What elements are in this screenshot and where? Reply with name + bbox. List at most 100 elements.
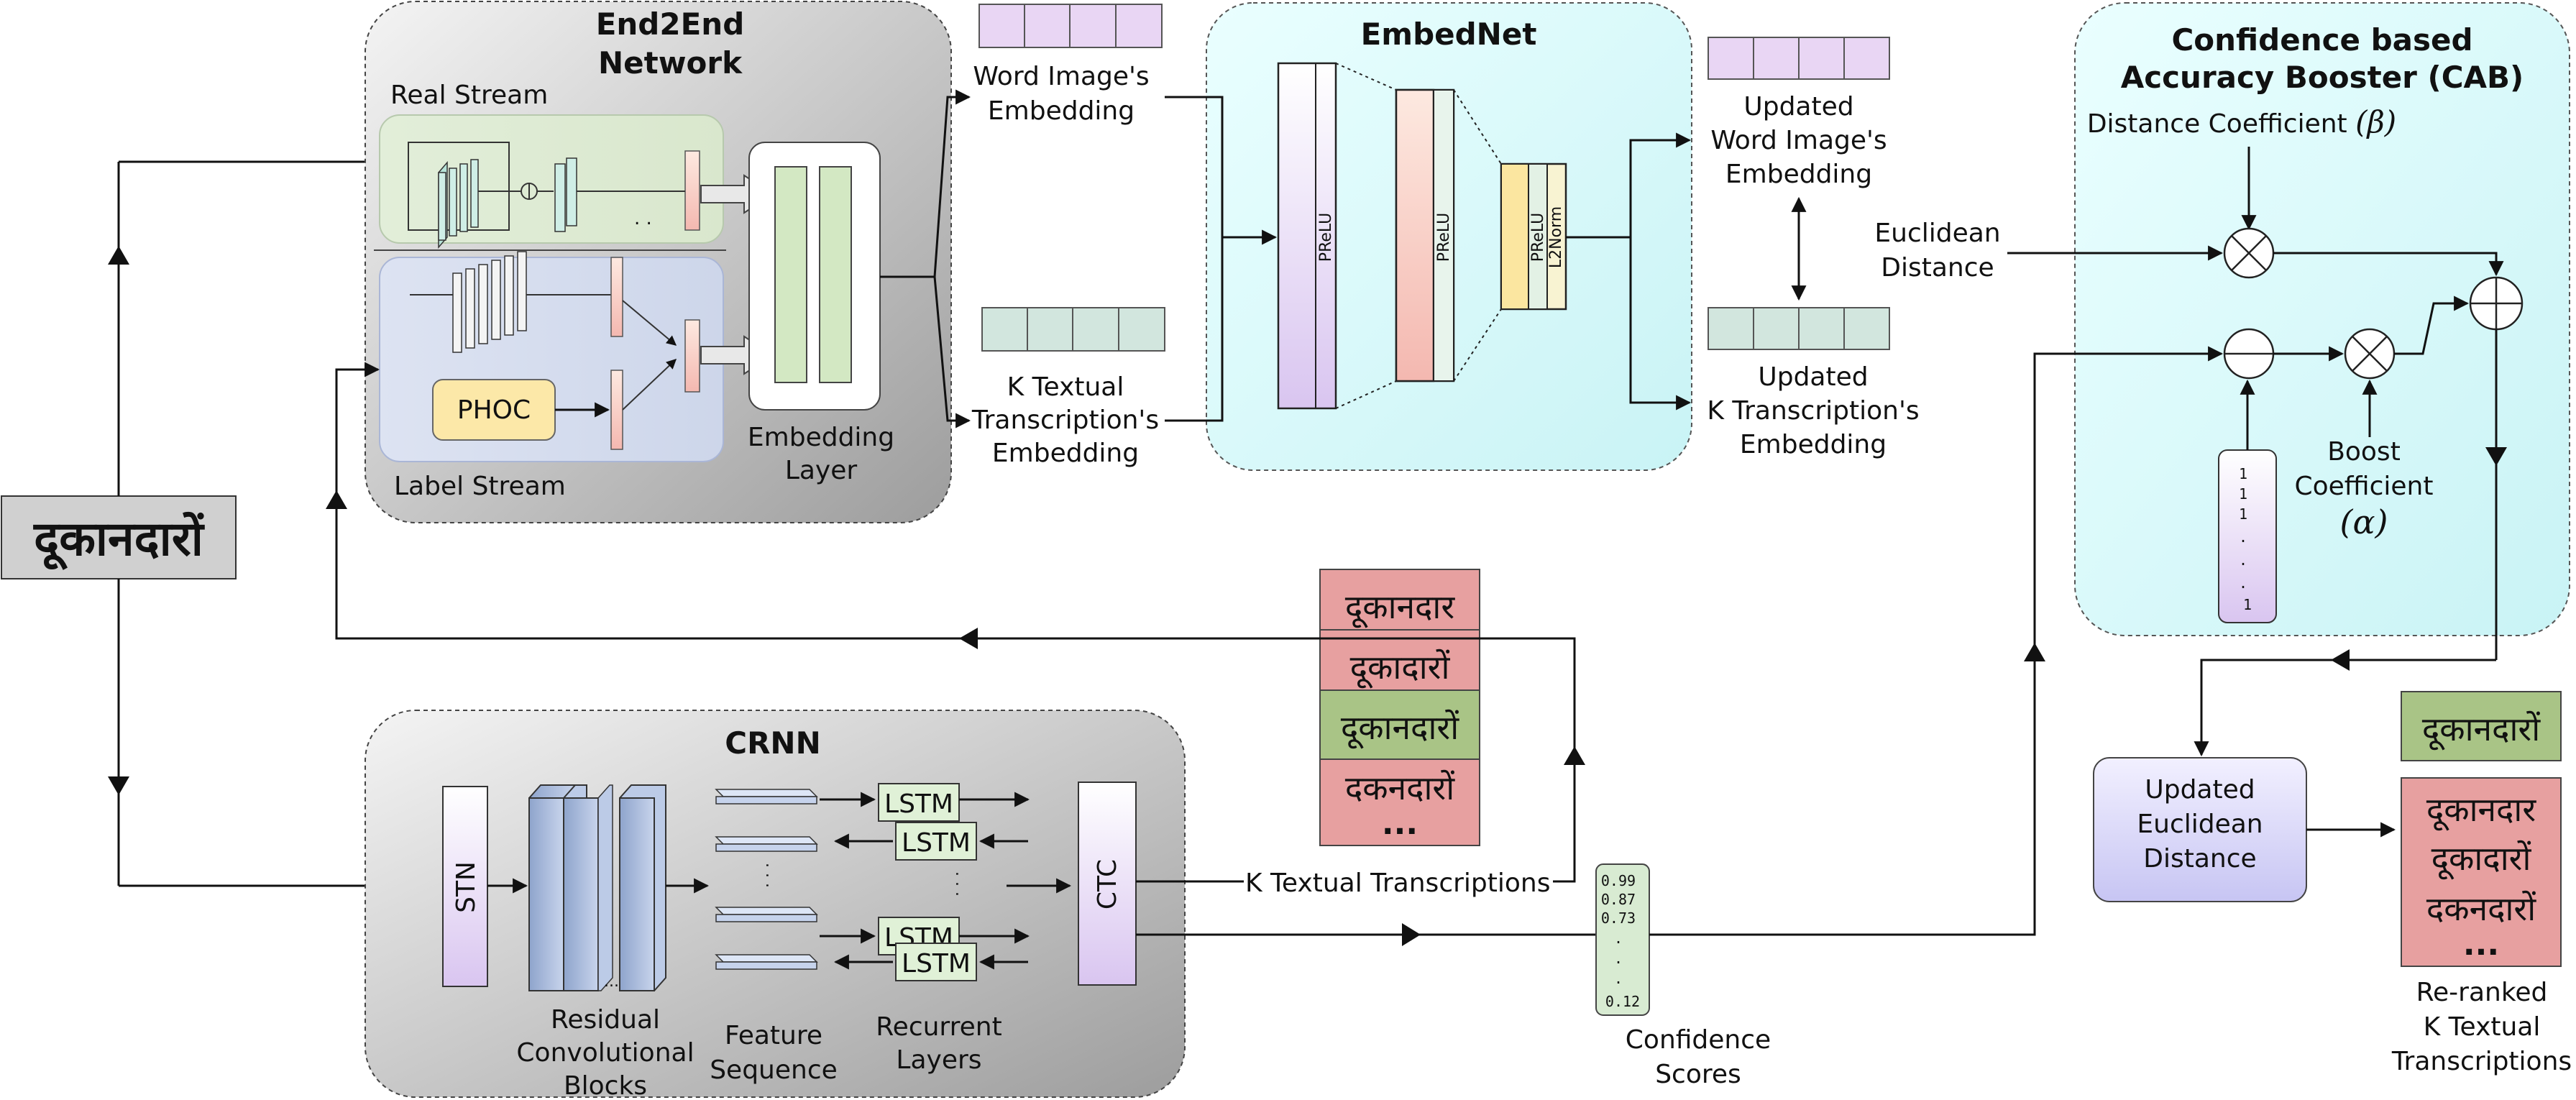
reranked-ellipsis: ...	[2463, 926, 2499, 963]
residual-line2: Convolutional	[516, 1038, 694, 1068]
updated-textual-embedding-vector	[1708, 307, 1890, 350]
crnn: CRNN STN ... Residual Convolutional Bloc…	[365, 710, 1186, 1100]
ones-vector-entry: 1	[2239, 465, 2247, 482]
updated-distance-line2: Euclidean	[2137, 810, 2263, 839]
reranked-label-line2: K Textual	[2424, 1012, 2541, 1042]
transcription-candidates: दूकानदार दूकादारों दूकानदारों दकनदारों .…	[1319, 569, 1480, 846]
lstm-dots: . . .	[952, 871, 970, 897]
residual-line1: Residual	[551, 1005, 660, 1035]
embedding-layer-line1: Embedding	[748, 423, 894, 452]
updated-text-line2: K Transcription's	[1707, 396, 1919, 426]
embednet-title: EmbedNet	[1361, 17, 1537, 52]
updated-word-line3: Embedding	[1725, 160, 1872, 189]
end2end-title-line2: Network	[598, 45, 743, 81]
ctc-block	[1078, 782, 1137, 986]
residual-line3: Blocks	[564, 1071, 647, 1100]
cab-title-line1: Confidence based	[2171, 22, 2472, 58]
confidence-score: .	[1614, 950, 1623, 967]
real-stream-panel	[379, 114, 724, 244]
confidence-label-line1: Confidence	[1626, 1025, 1771, 1055]
svg-text:0.99 0.87 0.73: 0.99 0.87 0.73 . . . 0.12	[1601, 872, 1644, 1010]
embednet-layer-1	[1277, 62, 1337, 410]
end2end-network: End2End Network Real Stream . .	[365, 1, 952, 523]
confidence-score: 0.99	[1601, 872, 1636, 889]
feature-dots: . . .	[762, 863, 780, 888]
stn-block	[442, 786, 488, 987]
candidate-2: दूकादारों	[1350, 648, 1451, 689]
textual-embedding-line2: Transcription's	[971, 405, 1159, 435]
embedding-layer-line2: Layer	[785, 456, 858, 485]
confidence-score: 0.12	[1605, 993, 1640, 1010]
embedding-layer	[748, 142, 881, 411]
updated-distance-line1: Updated	[2145, 775, 2255, 805]
end2end-title-line1: End2End	[596, 6, 745, 42]
cab-to-updated-distance	[2194, 659, 2496, 757]
updated-word-line2: Word Image's	[1710, 126, 1887, 155]
textual-embedding-vector	[981, 307, 1165, 352]
input-spine-connectors	[108, 154, 442, 894]
textual-embedding-line3: Embedding	[992, 439, 1139, 468]
euclidean-distance-line1: Euclidean	[1874, 219, 2000, 248]
crnn-output-connectors: K Textual Transcriptions	[326, 362, 1596, 946]
lstm-label: LSTM	[902, 949, 971, 978]
svg-text:Distance Coefficient (β): Distance Coefficient (β)	[2087, 104, 2396, 139]
updated-text-line1: Updated	[1758, 362, 1868, 392]
boost-coefficient-line1: Boost	[2327, 437, 2401, 467]
ones-vector-entry: .	[2239, 574, 2247, 592]
confidence-score: .	[1614, 930, 1623, 947]
input-word-text: दूकानदारों	[32, 511, 206, 570]
svg-text:1 1 1 .: 1 1 1 . . . 1	[2239, 465, 2256, 613]
real-stream-dots: . .	[634, 208, 652, 229]
recurrent-layers: LSTM LSTM . . . LSTM LSTM	[820, 783, 1072, 981]
confidence-score: 0.73	[1601, 909, 1636, 927]
feature-line1: Feature	[725, 1021, 822, 1050]
embedding-output-connectors	[880, 89, 971, 428]
word-image-embedding-vector	[978, 4, 1163, 48]
candidate-3: दूकानदारों	[1341, 708, 1459, 749]
ones-vector-entry: 1	[2239, 505, 2247, 523]
residual-dots: ...	[604, 973, 619, 991]
confidence-label-line2: Scores	[1655, 1060, 1741, 1089]
updated-text-line3: Embedding	[1740, 430, 1887, 459]
lstm-label: LSTM	[902, 828, 971, 858]
candidate-ellipsis: ...	[1382, 805, 1418, 842]
feature-sequence: . . .	[715, 789, 818, 970]
updated-word-line1: Updated	[1743, 92, 1853, 122]
k-transcriptions-label: K Textual Transcriptions	[1245, 868, 1550, 898]
lstm-label: LSTM	[884, 789, 953, 819]
recurrent-line1: Recurrent	[876, 1012, 1001, 1042]
real-stream-blocks: . .	[408, 142, 700, 249]
confidence-score: 0.87	[1601, 891, 1636, 908]
embednet: EmbedNet PReLU PReLU PReLU L2Norm	[1165, 2, 1692, 471]
label-stream-label: Label Stream	[394, 472, 566, 501]
euclidean-distance-line2: Distance	[1881, 253, 1994, 283]
input-word-image: दूकानदारों	[1, 495, 237, 579]
reranked-3: दूकादारों	[2431, 839, 2532, 880]
embednet-prelu-2: PReLU	[1435, 213, 1453, 262]
word-image-embedding-line2: Embedding	[988, 96, 1135, 126]
phoc-label: PHOC	[457, 395, 531, 425]
alpha-symbol: (α)	[2340, 503, 2388, 541]
embednet-prelu-3: PReLU	[1529, 213, 1547, 262]
updated-word-embedding-vector	[1708, 37, 1890, 80]
confidence-score: .	[1614, 970, 1623, 987]
confidence-accuracy-booster: Confidence based Accuracy Booster (CAB) …	[2074, 2, 2570, 660]
reranked-4: दकनदारों	[2426, 889, 2536, 928]
stn-label: STN	[452, 861, 481, 913]
reranked-1: दूकानदारों	[2422, 710, 2541, 751]
label-stream-blocks: PHOC	[410, 251, 700, 450]
embednet-l2norm: L2Norm	[1547, 206, 1565, 268]
beta-symbol: (β)	[2355, 104, 2396, 139]
word-image-embedding-line1: Word Image's	[973, 62, 1149, 91]
real-stream-label: Real Stream	[390, 81, 548, 110]
reranked-transcriptions: दूकानदारों दूकानदार दूकादारों दकनदारों .…	[2401, 691, 2562, 967]
updated-euclidean-distance: Updated Euclidean Distance	[2093, 757, 2307, 902]
boost-coefficient-line2: Coefficient	[2295, 472, 2434, 501]
ones-vector-entry: .	[2239, 528, 2247, 546]
updated-distance-line3: Distance	[2143, 844, 2256, 874]
textual-embedding-line1: K Textual	[1007, 372, 1124, 402]
candidate-1: दूकानदार	[1345, 587, 1456, 628]
crnn-title: CRNN	[725, 725, 820, 761]
ctc-label: CTC	[1093, 859, 1122, 909]
